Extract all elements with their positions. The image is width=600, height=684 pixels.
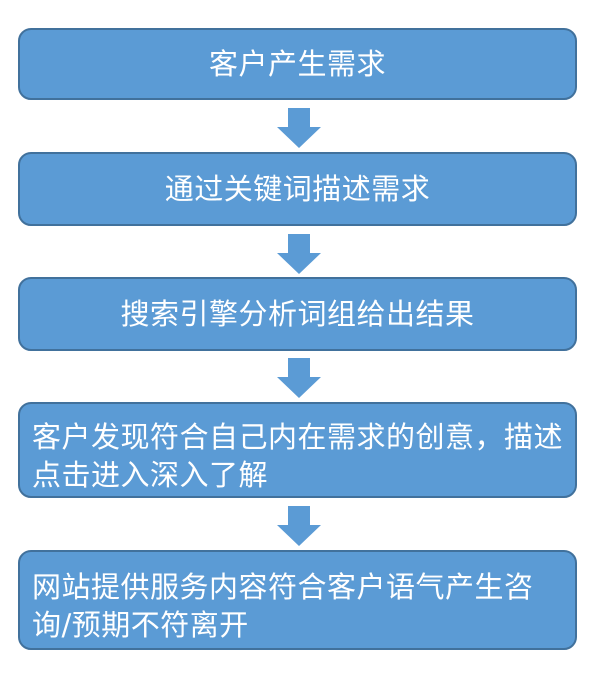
arrow-down-icon [277, 358, 321, 398]
arrow-down-icon [277, 108, 321, 148]
flow-node-label: 通过关键词描述需求 [164, 172, 431, 206]
arrow-down-icon [277, 506, 321, 546]
flow-node-website-service-outcome[interactable]: 网站提供服务内容符合客户语气产生咨询/预期不符离开 [18, 550, 577, 650]
flow-node-label: 客户产生需求 [208, 47, 386, 81]
flow-node-keyword-description[interactable]: 通过关键词描述需求 [18, 152, 577, 226]
flow-node-label: 网站提供服务内容符合客户语气产生咨询/预期不符离开 [32, 570, 534, 642]
flow-node-label: 客户发现符合自己内在需求的创意，描述点击进入深入了解 [32, 420, 564, 492]
arrow-down-icon [277, 234, 321, 274]
flow-node-label: 搜索引擎分析词组给出结果 [120, 297, 475, 331]
flow-node-customer-finds-creative[interactable]: 客户发现符合自己内在需求的创意，描述点击进入深入了解 [18, 402, 577, 498]
flow-node-search-engine-results[interactable]: 搜索引擎分析词组给出结果 [18, 277, 577, 351]
flow-node-customer-demand[interactable]: 客户产生需求 [18, 28, 577, 100]
